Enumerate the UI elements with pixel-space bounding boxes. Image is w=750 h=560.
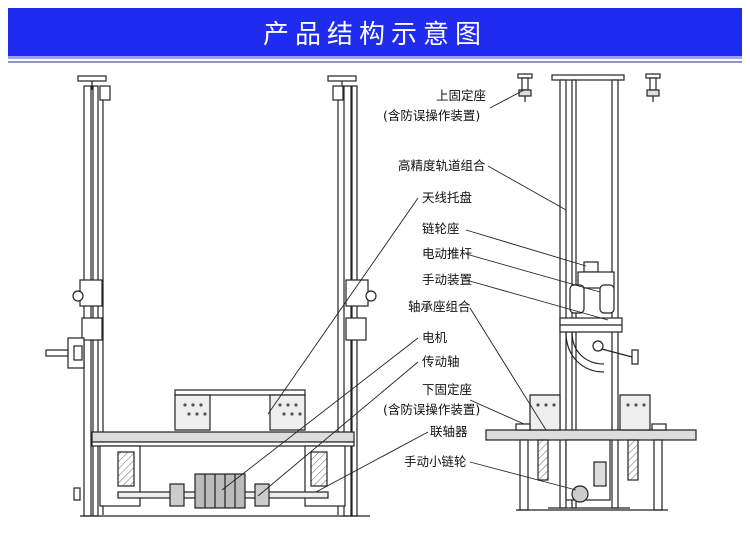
label-sprocket-seat: 链轮座 [422, 221, 460, 236]
front-view [45, 75, 377, 517]
motor-body [194, 473, 246, 509]
upper-mount-left [517, 73, 533, 102]
label-drive-shaft: 传动轴 [422, 354, 460, 369]
side-rail-left [559, 79, 567, 509]
crossbeam [91, 431, 355, 443]
label-antenna-tray: 天线托盘 [422, 190, 473, 205]
label-upper-mount-note: (含防误操作装置) [383, 108, 481, 123]
side-view [485, 73, 697, 511]
leader-lines [221, 89, 609, 497]
label-lower-mount: 下固定座 [422, 382, 473, 397]
upper-mount-right [645, 73, 661, 102]
coupling-left [169, 483, 185, 507]
label-upper-mount-name: 上固定座 [435, 88, 486, 103]
label-motor: 电机 [422, 330, 448, 345]
label-coupling: 联轴器 [430, 424, 468, 439]
label-electric-pushrod: 电动推杆 [422, 246, 473, 261]
title-banner: 产品结构示意图 [8, 8, 742, 59]
label-rail-assembly: 高精度轨道组合 [398, 158, 486, 173]
label-lower-mount-note: (含防误操作装置) [383, 402, 481, 417]
hand-sprocket [571, 485, 589, 503]
title-rule [8, 61, 742, 63]
antenna-tray-top [174, 389, 306, 396]
page-title: 产品结构示意图 [262, 19, 487, 50]
label-manual-device: 手动装置 [422, 272, 473, 287]
label-bearing-seat: 轴承座组合 [408, 299, 471, 314]
label-hand-sprocket: 手动小链轮 [404, 454, 467, 469]
coupling-right [254, 483, 270, 507]
side-base-beam [485, 429, 697, 441]
label-upper-mount: 上固定座 [390, 88, 486, 104]
